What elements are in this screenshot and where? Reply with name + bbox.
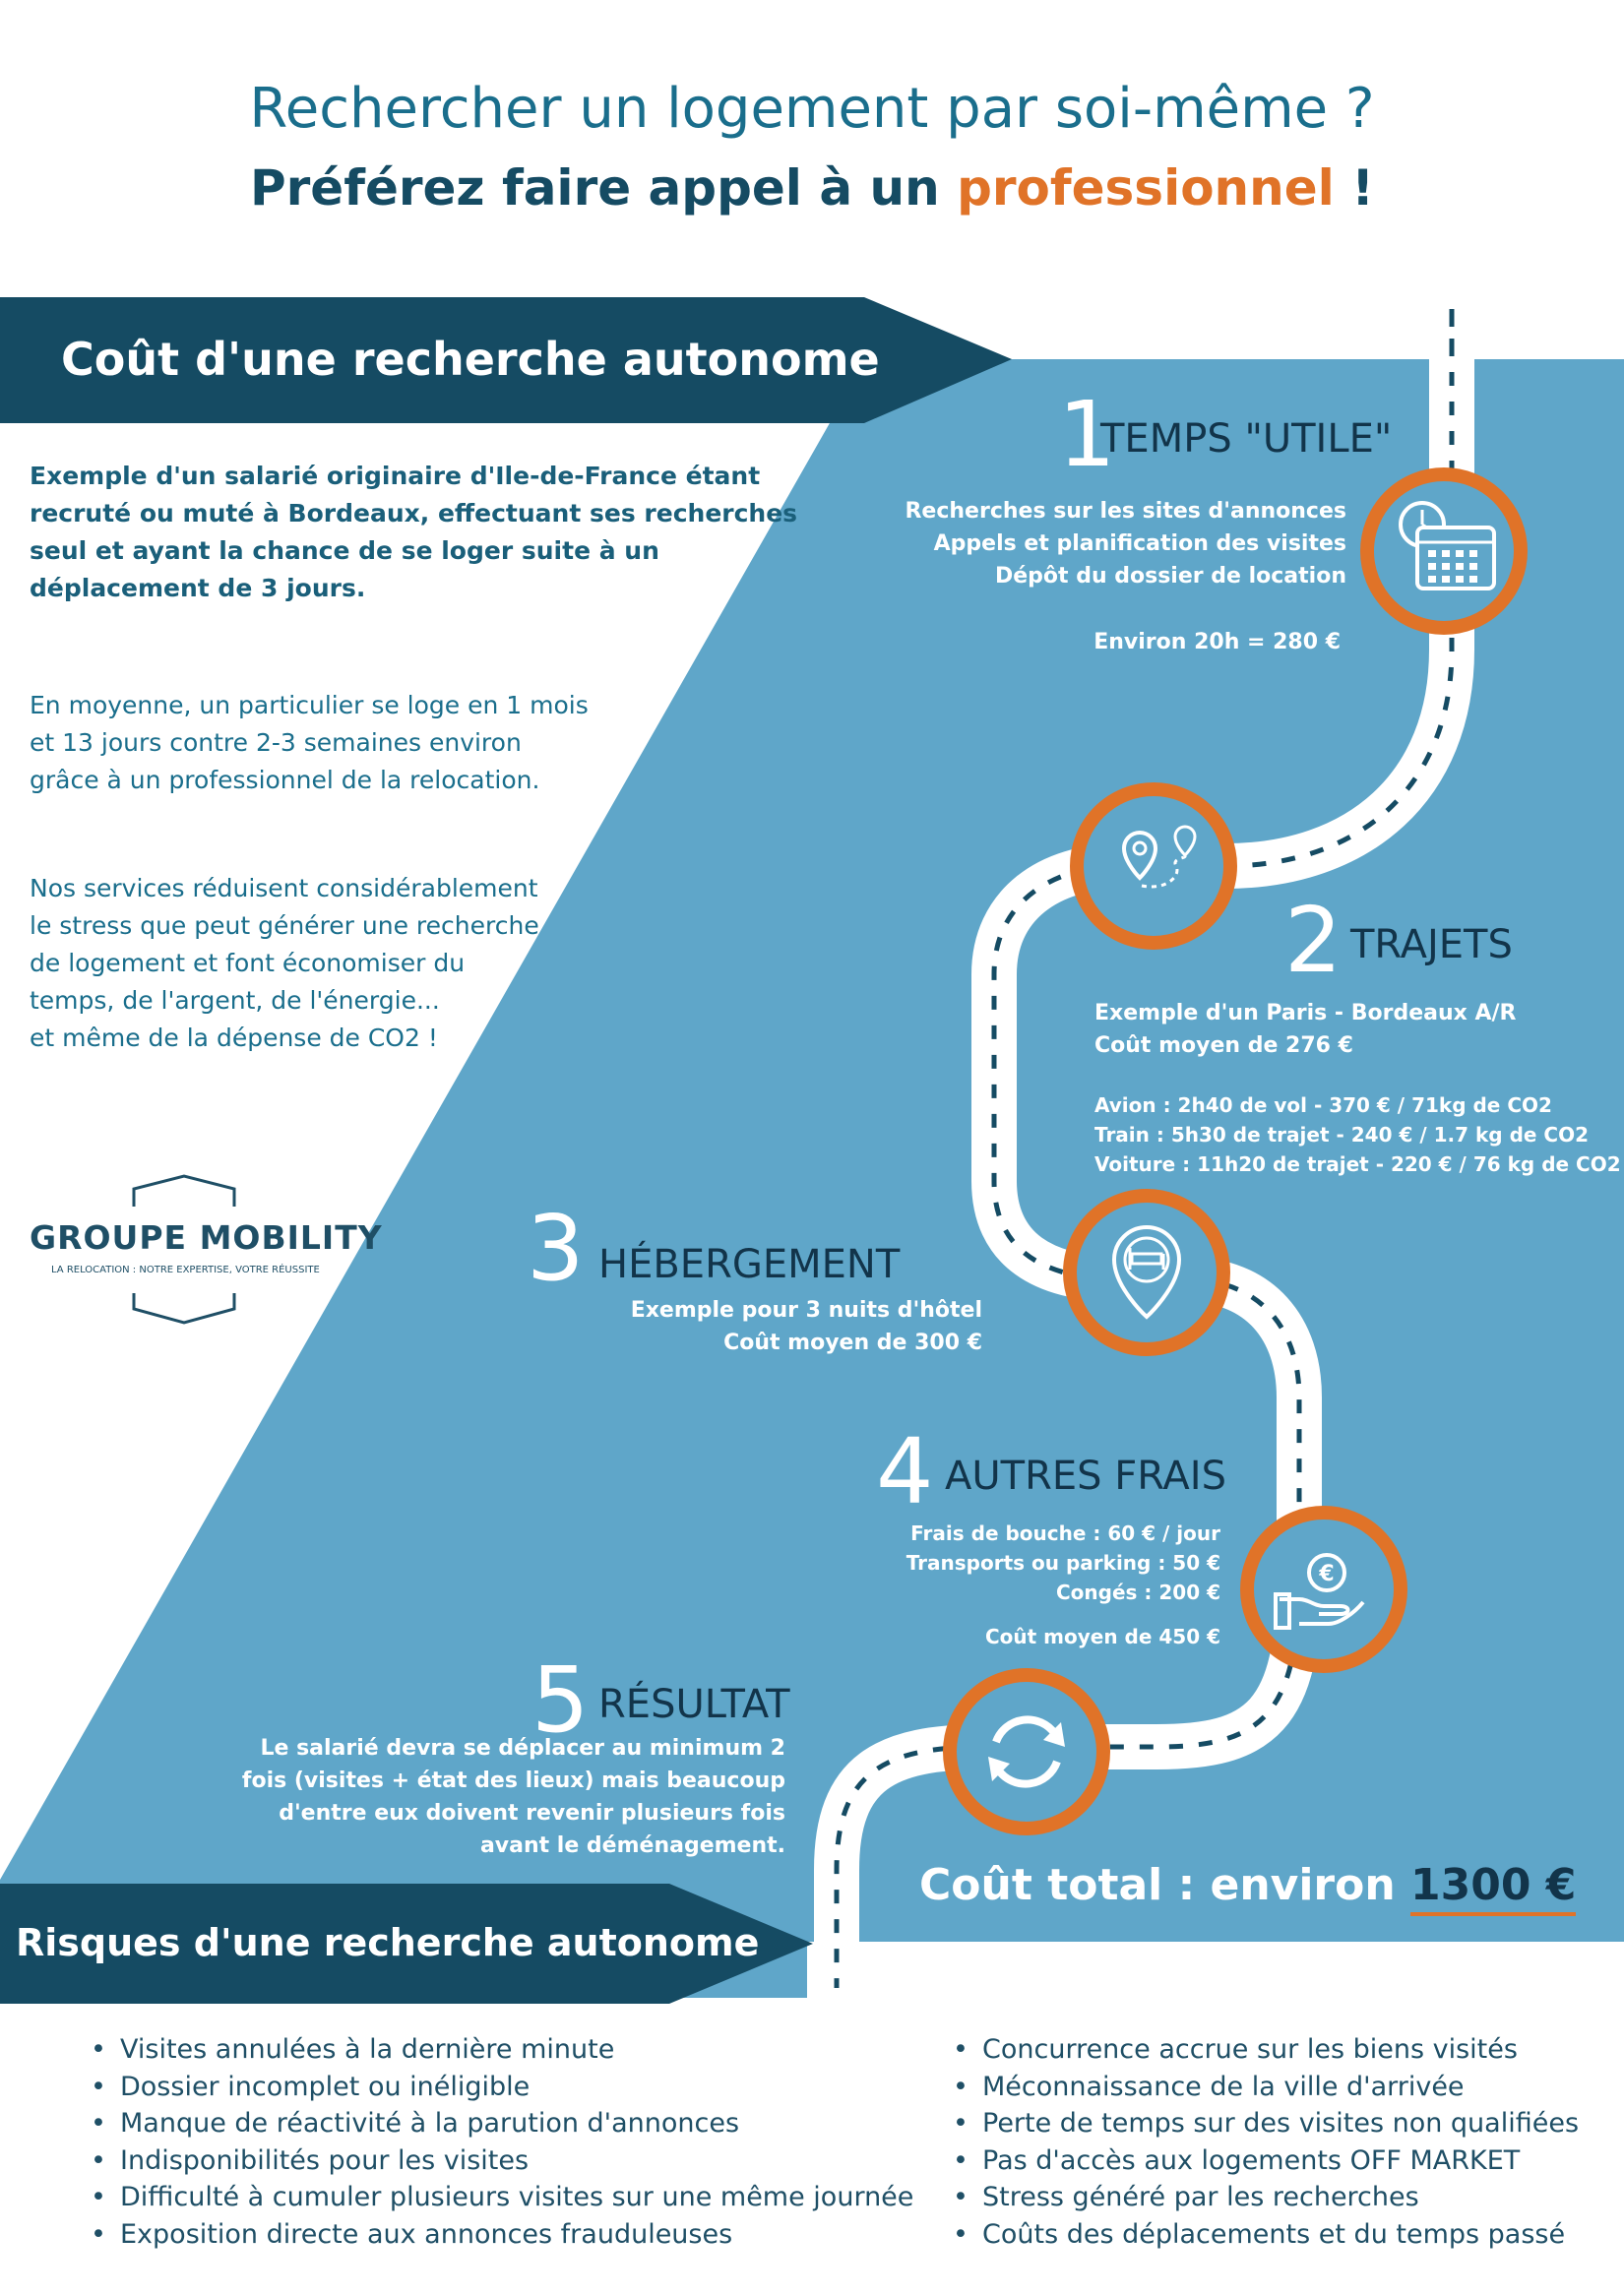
average-line: et 13 jours contre 2-3 semaines environ	[30, 728, 522, 757]
step2-title: TRAJETS	[1350, 922, 1513, 967]
average-line: En moyenne, un particulier se loge en 1 …	[30, 691, 589, 719]
risk-item: Perte de temps sur des visites non quali…	[943, 2105, 1579, 2142]
step5-line: Le salarié devra se déplacer au minimum …	[260, 1736, 785, 1761]
total-label: Coût total : environ	[919, 1860, 1410, 1910]
blue-diagonal-panel	[0, 359, 1624, 1998]
risk-item: Pas d'accès aux logements OFF MARKET	[943, 2142, 1579, 2180]
step4-number: 4	[876, 1419, 934, 1524]
step2-number: 2	[1284, 888, 1343, 993]
step2-line: Exemple d'un Paris - Bordeaux A/R	[1094, 1001, 1517, 1025]
risk-item: Difficulté à cumuler plusieurs visites s…	[81, 2179, 913, 2216]
risk-item: Indisponibilités pour les visites	[81, 2142, 913, 2180]
intro-line: seul et ayant la chance de se loger suit…	[30, 536, 659, 565]
step3-title: HÉBERGEMENT	[598, 1242, 901, 1287]
headline-prefix: Préférez faire appel à un	[249, 159, 958, 217]
intro-line: Exemple d'un salarié originaire d'Ile-de…	[30, 462, 761, 490]
step1-cost: Environ 20h = 280 €	[1093, 630, 1341, 654]
headline-accent: professionnel	[957, 159, 1335, 217]
headline-suffix: !	[1334, 159, 1375, 217]
step3-number: 3	[527, 1196, 585, 1301]
services-line: et même de la dépense de CO2 !	[30, 1024, 438, 1052]
step2-details: Avion : 2h40 de vol - 370 € / 71kg de CO…	[1094, 1090, 1621, 1179]
step4-line: Congés : 200 €	[1056, 1581, 1220, 1604]
risk-item: Méconnaissance de la ville d'arrivée	[943, 2069, 1579, 2106]
logo-name: GROUPE MOBILITY	[30, 1218, 383, 1257]
logo: GROUPE MOBILITY LA RELOCATION : NOTRE EX…	[30, 1218, 383, 1275]
cost-banner-label: Coût d'une recherche autonome	[61, 333, 880, 386]
step1-number: 1	[1058, 382, 1116, 487]
step1-line: Appels et planification des visites	[933, 531, 1346, 556]
step5-line: avant le déménagement.	[479, 1833, 785, 1858]
cost-banner-shape	[0, 297, 1012, 423]
step2-text: Exemple d'un Paris - Bordeaux A/R Coût m…	[1094, 997, 1516, 1062]
logo-hexagon-icon	[132, 1174, 236, 1325]
bed-pin-icon	[1063, 1189, 1230, 1356]
risks-list-right: Concurrence accrue sur les biens visités…	[943, 2031, 1579, 2253]
services-line: temps, de l'argent, de l'énergie...	[30, 986, 440, 1015]
step5-text: Le salarié devra se déplacer au minimum …	[242, 1732, 785, 1862]
risk-item: Visites annulées à la dernière minute	[81, 2031, 913, 2069]
risks-banner-label: Risques d'une recherche autonome	[16, 1921, 760, 1964]
headline-line1: Rechercher un logement par soi-même ?	[249, 77, 1375, 141]
step2-detail: Train : 5h30 de trajet - 240 € / 1.7 kg …	[1094, 1123, 1590, 1147]
intro-line: recruté ou muté à Bordeaux, effectuant s…	[30, 499, 798, 527]
services-line: le stress que peut générer une recherche	[30, 911, 539, 940]
step5-title: RÉSULTAT	[598, 1682, 790, 1727]
risk-item: Concurrence accrue sur les biens visités	[943, 2031, 1579, 2069]
total-cost: Coût total : environ 1300 €	[919, 1860, 1577, 1916]
average-line: grâce à un professionnel de la relocatio…	[30, 766, 540, 794]
refresh-arrows-icon	[943, 1668, 1110, 1835]
step1-line: Dépôt du dossier de location	[994, 564, 1346, 589]
step1-text: Recherches sur les sites d'annonces Appe…	[905, 495, 1346, 592]
risk-item: Stress généré par les recherches	[943, 2179, 1579, 2216]
intro-line: déplacement de 3 jours.	[30, 574, 366, 602]
step3-line: Coût moyen de 300 €	[723, 1331, 982, 1355]
step5-line: d'entre eux doivent revenir plusieurs fo…	[279, 1801, 785, 1826]
services-line: de logement et font économiser du	[30, 949, 466, 977]
step3-line: Exemple pour 3 nuits d'hôtel	[630, 1298, 982, 1323]
step5-number: 5	[531, 1647, 590, 1753]
risks-list-left: Visites annulées à la dernière minute Do…	[81, 2031, 913, 2253]
step2-detail: Voiture : 11h20 de trajet - 220 € / 76 k…	[1094, 1152, 1621, 1176]
risk-item: Dossier incomplet ou inéligible	[81, 2069, 913, 2106]
average-text: En moyenne, un particulier se loge en 1 …	[30, 687, 589, 799]
step4-cost: Coût moyen de 450 €	[984, 1625, 1220, 1648]
step3-text: Exemple pour 3 nuits d'hôtel Coût moyen …	[631, 1294, 982, 1359]
headline-line2: Préférez faire appel à un professionnel …	[0, 159, 1624, 217]
total-amount: 1300 €	[1410, 1860, 1577, 1916]
logo-tagline: LA RELOCATION : NOTRE EXPERTISE, VOTRE R…	[51, 1265, 320, 1275]
step4-line: Frais de bouche : 60 € / jour	[910, 1521, 1220, 1545]
risk-item: Manque de réactivité à la parution d'ann…	[81, 2105, 913, 2142]
euro-hand-icon: €	[1240, 1506, 1407, 1673]
services-text: Nos services réduisent considérablement …	[30, 870, 539, 1057]
step2-detail: Avion : 2h40 de vol - 370 € / 71kg de CO…	[1094, 1093, 1552, 1117]
risk-item: Coûts des déplacements et du temps passé	[943, 2216, 1579, 2254]
svg-text:€: €	[1318, 1562, 1334, 1586]
route-pins-icon	[1070, 782, 1237, 950]
step5-line: fois (visites + état des lieux) mais bea…	[241, 1769, 785, 1793]
step1-title: TEMPS "UTILE"	[1100, 416, 1393, 462]
step4-line: Transports ou parking : 50 €	[906, 1551, 1220, 1575]
intro-text: Exemple d'un salarié originaire d'Ile-de…	[30, 458, 797, 607]
risk-item: Exposition directe aux annonces fraudule…	[81, 2216, 913, 2254]
step4-title: AUTRES FRAIS	[945, 1454, 1226, 1499]
clock-calendar-icon	[1360, 467, 1528, 635]
step4-text: Frais de bouche : 60 € / jour Transports…	[906, 1519, 1220, 1607]
step1-line: Recherches sur les sites d'annonces	[905, 499, 1346, 524]
services-line: Nos services réduisent considérablement	[30, 874, 538, 902]
step2-line: Coût moyen de 276 €	[1094, 1033, 1353, 1058]
risks-banner-shape	[0, 1884, 813, 2004]
